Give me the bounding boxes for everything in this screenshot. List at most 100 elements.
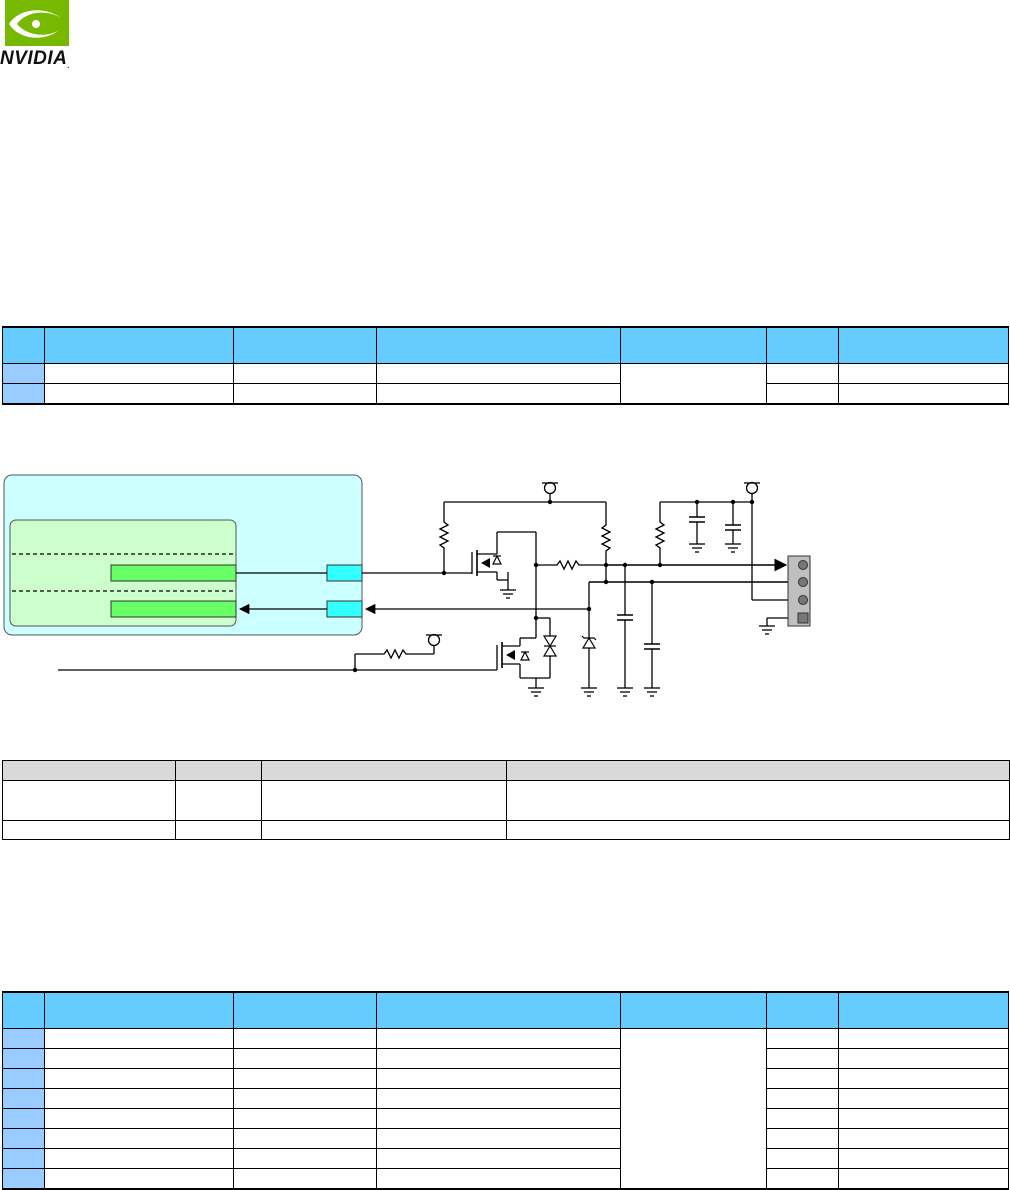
table-cell — [506, 780, 1010, 821]
table-cell — [766, 1108, 839, 1129]
header-cell — [620, 991, 767, 1029]
table-cell — [44, 1088, 234, 1109]
table-cell — [44, 1068, 234, 1089]
table-cell — [233, 1068, 377, 1089]
table-cell — [506, 820, 1010, 840]
table-cell — [44, 1128, 234, 1149]
table-cell — [838, 1108, 1009, 1129]
table-cell — [233, 1108, 377, 1129]
table-row — [2, 1068, 1009, 1089]
signal-table — [2, 760, 1010, 840]
table-cell-merged — [620, 1028, 767, 1190]
table-cell — [44, 1028, 234, 1049]
table-cell — [44, 1048, 234, 1069]
table-cell — [2, 820, 176, 840]
table-row — [2, 780, 1010, 821]
pin-table-top — [2, 326, 1009, 405]
table-cell — [838, 1088, 1009, 1109]
table-cell — [233, 383, 377, 405]
nvidia-logo: NVIDIA. — [0, 0, 92, 72]
pin-table-bottom — [2, 991, 1009, 1190]
table-cell — [838, 1128, 1009, 1149]
nvidia-eye-icon — [5, 0, 69, 46]
header-cell — [175, 760, 262, 781]
table-cell — [838, 1148, 1009, 1169]
table-cell — [376, 1068, 621, 1089]
table-cell — [376, 1088, 621, 1109]
fan-connector — [787, 555, 811, 627]
table-cell — [44, 383, 234, 405]
table-cell — [766, 1088, 839, 1109]
table-cell — [376, 1028, 621, 1049]
row-number-cell — [2, 1048, 45, 1069]
header-cell — [233, 991, 377, 1029]
table-cell — [766, 383, 839, 405]
table-cell — [766, 363, 839, 384]
table-row — [2, 1088, 1009, 1109]
row-number-cell — [2, 1088, 45, 1109]
row-number-cell — [2, 363, 45, 384]
table-cell — [233, 1148, 377, 1169]
header-cell — [2, 326, 45, 364]
table-cell — [44, 1148, 234, 1169]
table-header-row — [2, 991, 1009, 1029]
table-cell — [44, 363, 234, 384]
table-row — [2, 363, 1009, 405]
pin-bar — [110, 600, 237, 618]
header-cell — [506, 760, 1010, 781]
table-cell — [376, 363, 621, 384]
table-row — [2, 1168, 1009, 1190]
pin-bar — [110, 564, 237, 582]
table-row — [2, 1028, 1009, 1190]
connector-pad — [326, 600, 363, 618]
table-row — [2, 1108, 1009, 1129]
header-cell — [766, 326, 839, 364]
connector-pad — [326, 564, 363, 582]
table-cell — [838, 1048, 1009, 1069]
table-cell — [233, 363, 377, 384]
table-cell — [838, 1168, 1009, 1190]
row-number-cell — [2, 383, 45, 405]
table-cell — [261, 780, 507, 821]
header-cell — [376, 326, 621, 364]
table-row — [2, 1128, 1009, 1149]
table-cell — [44, 1108, 234, 1129]
table-cell — [44, 1168, 234, 1190]
table-cell — [766, 1148, 839, 1169]
header-cell — [44, 991, 234, 1029]
table-cell — [2, 780, 176, 821]
table-cell — [233, 1048, 377, 1069]
table-cell — [175, 820, 262, 840]
table-cell — [233, 1088, 377, 1109]
header-cell — [233, 326, 377, 364]
table-cell — [838, 383, 1009, 405]
supply-terminal-icon — [427, 633, 441, 647]
table-cell — [175, 780, 262, 821]
header-cell — [838, 991, 1009, 1029]
table-row — [2, 383, 1009, 405]
table-cell — [766, 1048, 839, 1069]
nvidia-wordmark: NVIDIA. — [0, 48, 70, 70]
table-row — [2, 1148, 1009, 1169]
table-cell — [766, 1168, 839, 1190]
table-cell — [261, 820, 507, 840]
table-cell — [766, 1128, 839, 1149]
row-number-cell — [2, 1068, 45, 1089]
table-row — [2, 820, 1010, 840]
header-cell — [766, 991, 839, 1029]
table-cell — [376, 1168, 621, 1190]
table-cell — [233, 1128, 377, 1149]
table-header-row — [2, 326, 1009, 364]
supply-terminal-icon — [745, 481, 759, 495]
table-cell — [233, 1028, 377, 1049]
table-cell — [376, 383, 621, 405]
table-cell — [766, 1068, 839, 1089]
table-cell — [233, 1168, 377, 1190]
table-header-row — [2, 760, 1010, 781]
table-cell — [376, 1048, 621, 1069]
header-cell — [838, 326, 1009, 364]
table-cell-merged — [620, 363, 767, 405]
header-cell — [261, 760, 507, 781]
header-cell — [620, 326, 767, 364]
supply-terminal-icon — [543, 481, 557, 495]
